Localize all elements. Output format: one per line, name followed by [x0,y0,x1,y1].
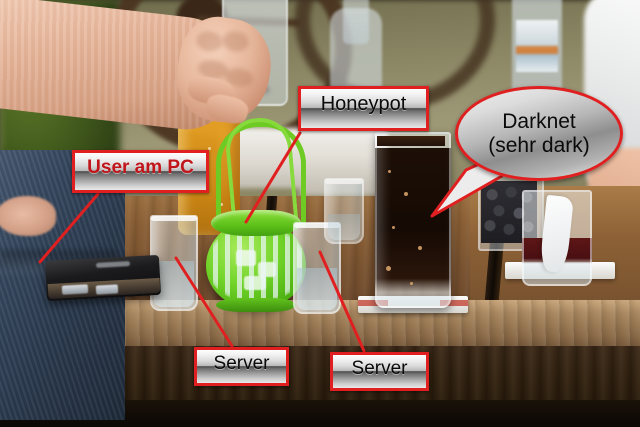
lantern-slots [206,226,306,302]
shot-glass-background [324,178,364,244]
glass-carafe-neck [343,0,369,44]
callout-honeypot[interactable]: Honeypot [298,86,429,131]
coaster-accent [440,300,468,306]
callout-server-right[interactable]: Server [330,352,429,391]
callout-label-darknet-line2: (sehr dark) [488,133,590,157]
callout-label-server-right: Server [351,358,408,379]
resting-hand [0,196,56,236]
leader-line-server-right [318,250,366,353]
callout-darknet[interactable]: Darknet (sehr dark) [455,86,623,181]
cola-foam [377,136,445,146]
coaster-accent [358,300,388,306]
leader-line-server-left [174,256,234,348]
callout-label-honeypot: Honeypot [320,93,407,115]
leader-line-honeypot [244,131,302,224]
callout-label-server-left: Server [213,353,270,374]
lantern-foot [216,298,296,312]
lantern-collar [211,210,301,236]
leader-line-user-am-pc [38,192,100,264]
callout-label-darknet-line1: Darknet [502,110,576,134]
callout-server-left[interactable]: Server [194,347,289,386]
callout-user-am-pc[interactable]: User am PC [72,150,209,193]
callout-label-user-am-pc: User am PC [87,157,194,178]
lantern-handle [216,122,306,227]
callout-label-darknet: Darknet (sehr dark) [488,110,590,156]
bottle-label-stripe [516,46,558,54]
cola-glass [375,132,451,308]
